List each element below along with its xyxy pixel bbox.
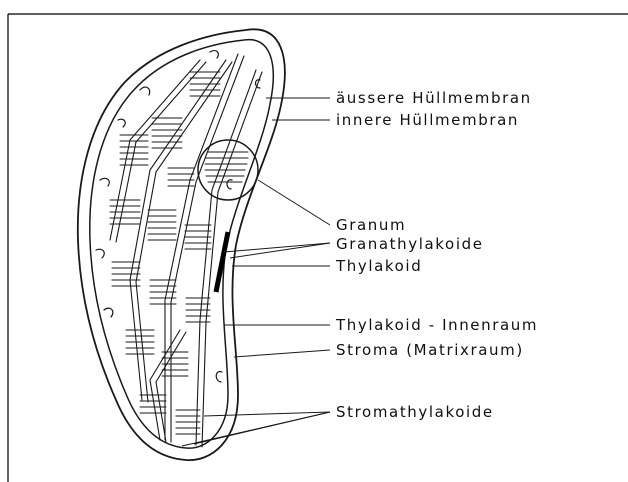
label-outer-membrane: äussere Hüllmembran [336,91,532,106]
inner-envelope-membrane [90,40,273,449]
label-thylakoid: Thylakoid [336,259,422,274]
label-granum: Granum [336,218,406,233]
label-stroma: Stroma (Matrixraum) [336,343,524,358]
highlighted-thylakoid [216,232,228,292]
label-inner-membrane: innere Hüllmembran [336,113,519,128]
label-stromathylakoide: Stromathylakoide [336,405,494,420]
label-granathylakoide: Granathylakoide [336,237,484,252]
label-thylakoid-innenraum: Thylakoid - Innenraum [336,318,538,333]
